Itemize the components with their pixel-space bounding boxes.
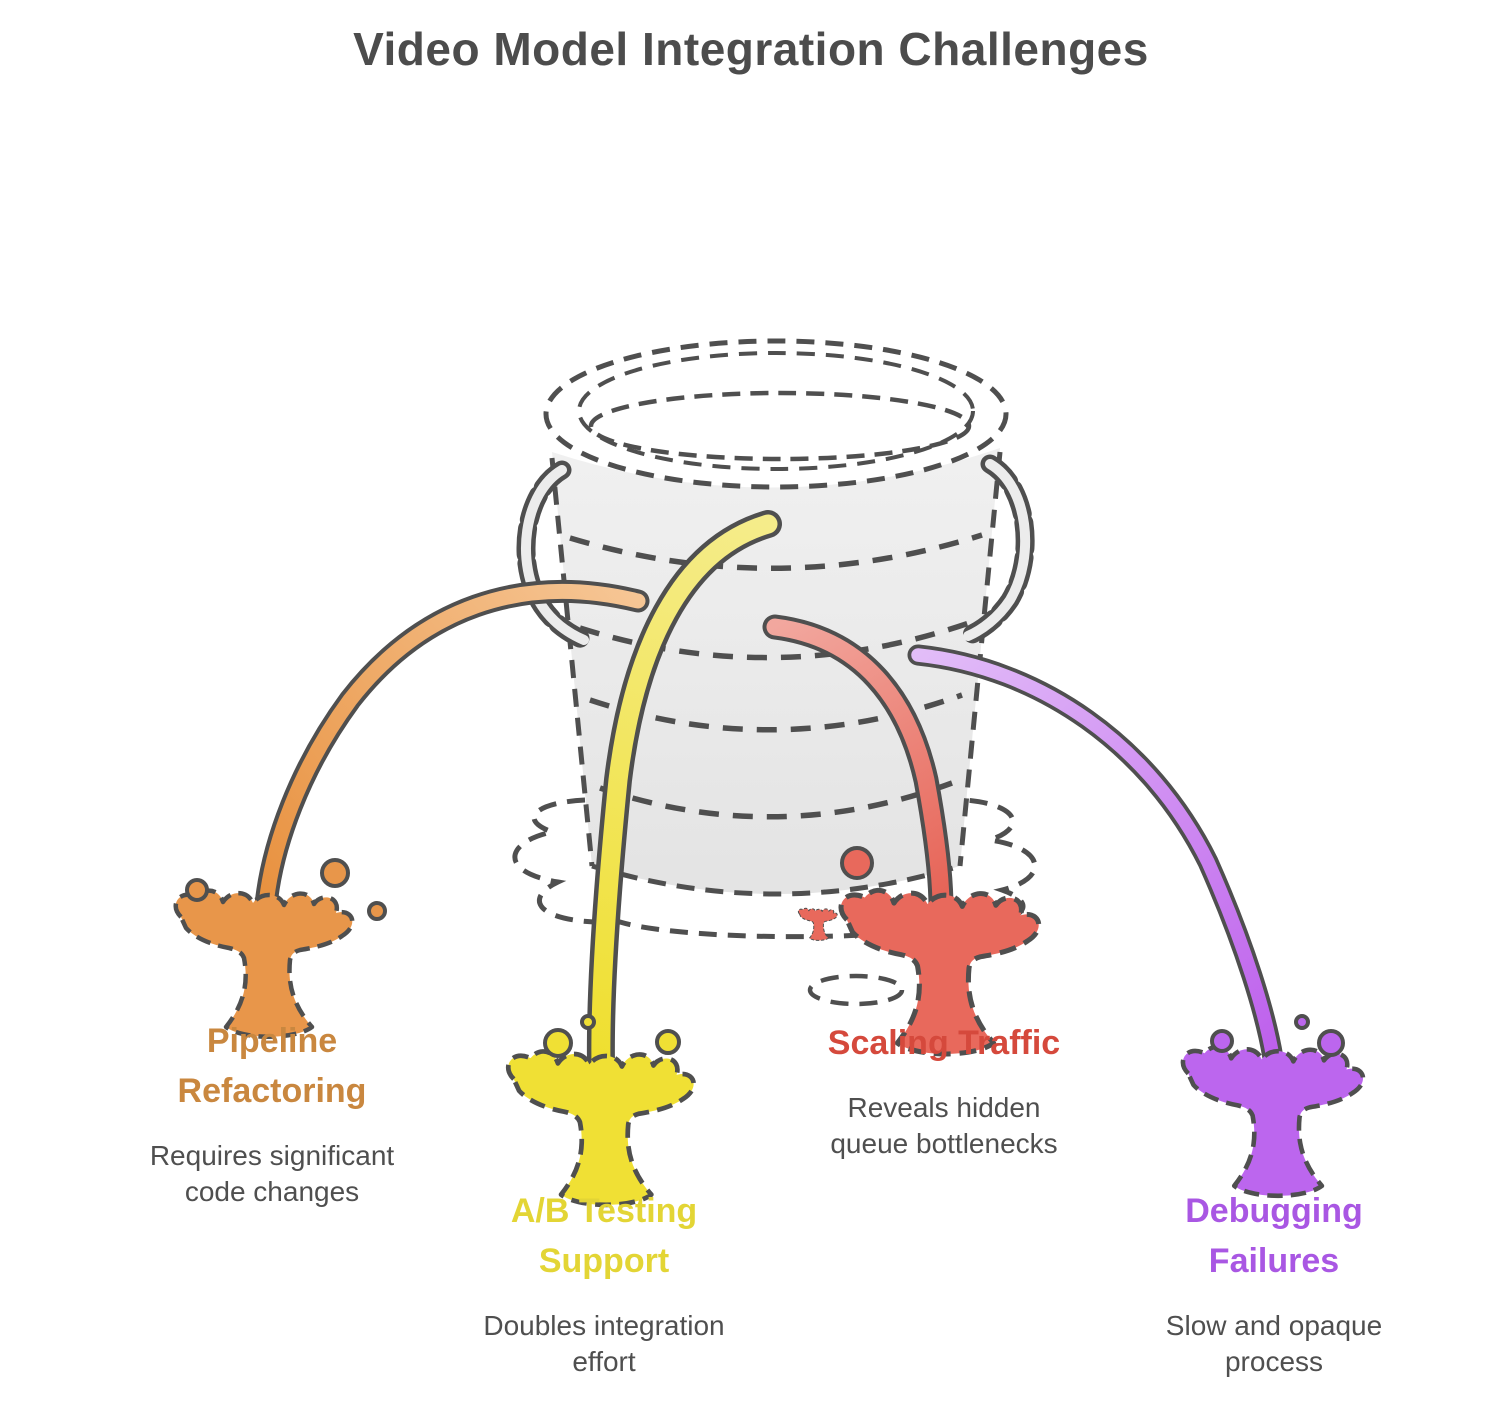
splash-ab-testing-support — [508, 1051, 693, 1204]
bucket — [516, 338, 1035, 897]
label-pipeline-refactoring: Pipeline Refactoring Requires significan… — [92, 1016, 452, 1210]
droplets-red — [840, 846, 874, 880]
stream-pipeline-refactoring — [254, 579, 650, 917]
bucket-rim — [543, 338, 1009, 490]
splash-debugging-failures — [1183, 1047, 1363, 1196]
label-ab-testing-support: A/B Testing Support Doubles integration … — [424, 1186, 784, 1380]
challenge-description: Requires significant code changes — [149, 1140, 395, 1207]
bucket-handle-right — [958, 454, 1035, 646]
bucket-dashed-line — [599, 780, 953, 820]
bucket-dashed-line — [579, 619, 973, 661]
challenge-title: A/B Testing Support — [510, 1192, 698, 1280]
droplets-purple — [1210, 1014, 1345, 1057]
label-scaling-traffic: Scaling Traffic Reveals hidden queue bot… — [764, 1018, 1124, 1162]
challenge-description: Slow and opaque process — [1165, 1310, 1383, 1377]
stream-debugging-failures — [907, 644, 1284, 1069]
bucket-rim-inner — [577, 351, 975, 471]
droplets-yellow — [543, 1014, 681, 1058]
challenge-title: Pipeline Refactoring — [177, 1022, 367, 1110]
challenge-title: Debugging Failures — [1185, 1192, 1363, 1280]
droplets-orange — [185, 858, 387, 921]
challenge-description: Doubles integration effort — [483, 1310, 725, 1377]
small-puddle — [807, 973, 905, 1007]
bucket-water-surface — [588, 390, 972, 462]
challenge-title: Scaling Traffic — [827, 1024, 1061, 1062]
splash-pipeline-refactoring — [176, 891, 353, 1037]
page-title: Video Model Integration Challenges — [353, 23, 1149, 75]
bucket-dashed-line — [569, 532, 983, 571]
label-debugging-failures: Debugging Failures Slow and opaque proce… — [1094, 1186, 1454, 1380]
stream-ab-testing-support — [586, 510, 782, 1079]
challenge-description: Reveals hidden queue bottlenecks — [830, 1092, 1058, 1159]
stream-scaling-traffic — [762, 614, 954, 921]
